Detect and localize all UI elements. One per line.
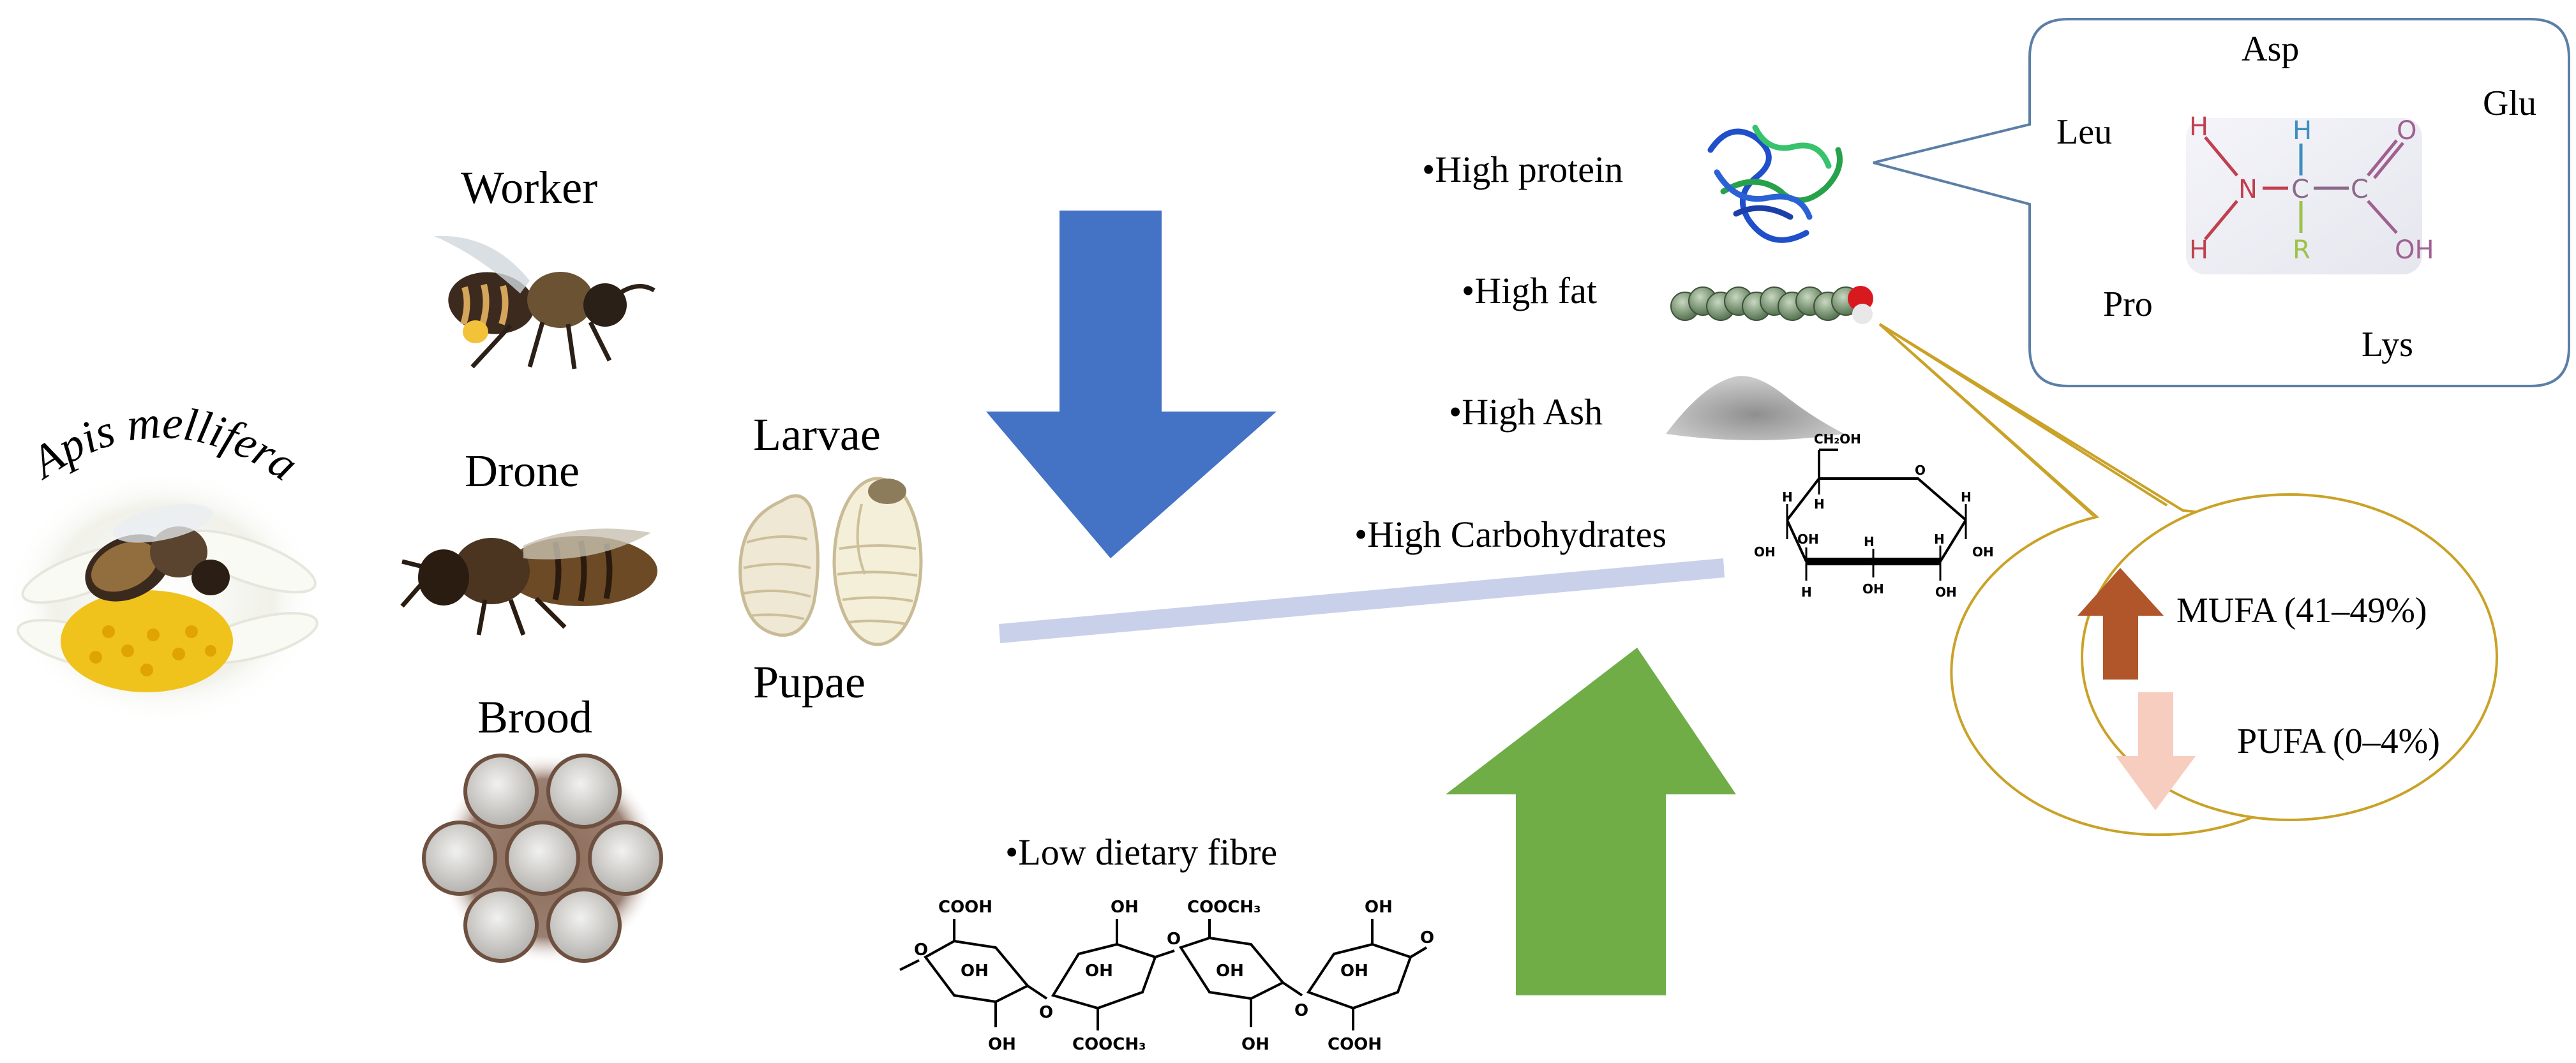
- fibre-o-label: O: [1420, 928, 1434, 948]
- ash-powder-image: [1666, 376, 1845, 440]
- apis-mellifera-image: [6, 469, 319, 724]
- stage-worker-label: Worker: [461, 162, 597, 213]
- fibre-oh-label: OH: [1365, 898, 1393, 917]
- amino-acid-asp: Asp: [2242, 29, 2299, 69]
- amino-r-label: R: [2293, 235, 2310, 265]
- fibre-oh-label: OH: [1111, 898, 1139, 917]
- larva-image: [738, 494, 820, 637]
- amino-acid-structure: [2204, 136, 2404, 241]
- glucose-ring-oxygen: O: [1915, 463, 1926, 478]
- fibre-o-label: O: [914, 940, 928, 960]
- amino-h-label: H: [2189, 112, 2208, 142]
- glucose-h-label: H: [1934, 532, 1945, 547]
- fibre-oh-label: OH: [1216, 962, 1244, 981]
- glucose-h-label: H: [1801, 584, 1812, 600]
- decrease-arrow-blue: [986, 211, 1277, 558]
- fibre-oh-label: OH: [961, 962, 989, 981]
- fibre-cooch3-label: COOCH₃: [1187, 898, 1261, 917]
- nutrient-high-protein: •High protein: [1422, 149, 1623, 190]
- nutrient-low-dietary-fibre: •Low dietary fibre: [1005, 831, 1277, 873]
- worker-bee-image: [434, 235, 655, 369]
- stage-pupae-label: Pupae: [753, 657, 865, 708]
- amino-c-label: C: [2291, 175, 2309, 204]
- fibre-oh-label: OH: [988, 1035, 1016, 1054]
- glucose-h-label: H: [1782, 489, 1793, 505]
- mufa-up-arrow: [2078, 568, 2164, 680]
- amino-n-label: N: [2238, 175, 2258, 204]
- mufa-label: MUFA (41–49%): [2176, 591, 2427, 630]
- glucose-oh-label: OH: [1754, 544, 1776, 560]
- glucose-h-label: H: [1961, 489, 1972, 505]
- pupa-image: [832, 477, 923, 646]
- glucose-oh-label: OH: [1935, 584, 1957, 600]
- fibre-oh-label: OH: [1241, 1035, 1269, 1054]
- stage-larvae-label: Larvae: [753, 409, 881, 460]
- protein-structure-image: [1707, 124, 1843, 243]
- fibre-oh-label: OH: [1340, 962, 1368, 981]
- glucose-h-label: H: [1864, 534, 1875, 549]
- amino-acid-leu: Leu: [2056, 112, 2112, 152]
- balance-bar: [999, 558, 1725, 643]
- glucose-oh-label: OH: [1797, 532, 1819, 547]
- amino-acid-glu: Glu: [2483, 84, 2536, 123]
- fibre-o-label: O: [1294, 1001, 1308, 1020]
- fibre-cooch3-label: COOCH₃: [1072, 1035, 1146, 1054]
- amino-h-label: H: [2293, 116, 2312, 145]
- nutrient-high-carbohydrates: •High Carbohydrates: [1354, 514, 1666, 555]
- glucose-structure-image: [1786, 449, 1967, 581]
- brood-comb-image: [422, 753, 663, 963]
- glucose-oh-label: OH: [1972, 544, 1994, 560]
- fatty-acid-connector: [1878, 323, 2168, 517]
- amino-acid-lys: Lys: [2362, 325, 2413, 364]
- stage-drone-label: Drone: [465, 445, 580, 496]
- amino-acid-pro: Pro: [2103, 285, 2153, 324]
- fibre-o-label: O: [1039, 1003, 1053, 1022]
- amino-structure-backdrop: [2186, 118, 2422, 274]
- glucose-oh-label: OH: [1862, 581, 1884, 597]
- amino-o-label: O: [2397, 116, 2416, 145]
- fatty-acid-chain-image: [1670, 286, 1873, 324]
- fibre-oh-label: OH: [1085, 962, 1113, 981]
- glucose-ch2oh-label: CH₂OH: [1814, 431, 1861, 447]
- dietary-fibre-structure-image: [899, 919, 1428, 1030]
- glucose-h-label: H: [1814, 496, 1825, 512]
- pufa-label: PUFA (0–4%): [2237, 722, 2440, 761]
- stage-brood-label: Brood: [477, 692, 592, 743]
- drone-bee-image: [400, 528, 657, 636]
- fibre-o-label: O: [1167, 930, 1181, 949]
- nutrient-high-fat: •High fat: [1462, 270, 1597, 311]
- pufa-down-arrow: [2116, 692, 2196, 810]
- amino-oh-label: OH: [2395, 235, 2434, 265]
- amino-c-label: C: [2351, 175, 2369, 204]
- fibre-cooh-label: COOH: [1328, 1035, 1382, 1054]
- fatty-acid-ellipse: [2081, 493, 2498, 821]
- fibre-cooh-label: COOH: [938, 898, 992, 917]
- nutrient-high-ash: •High Ash: [1449, 391, 1603, 433]
- amino-h-label: H: [2189, 235, 2208, 265]
- increase-arrow-green: [1446, 648, 1736, 995]
